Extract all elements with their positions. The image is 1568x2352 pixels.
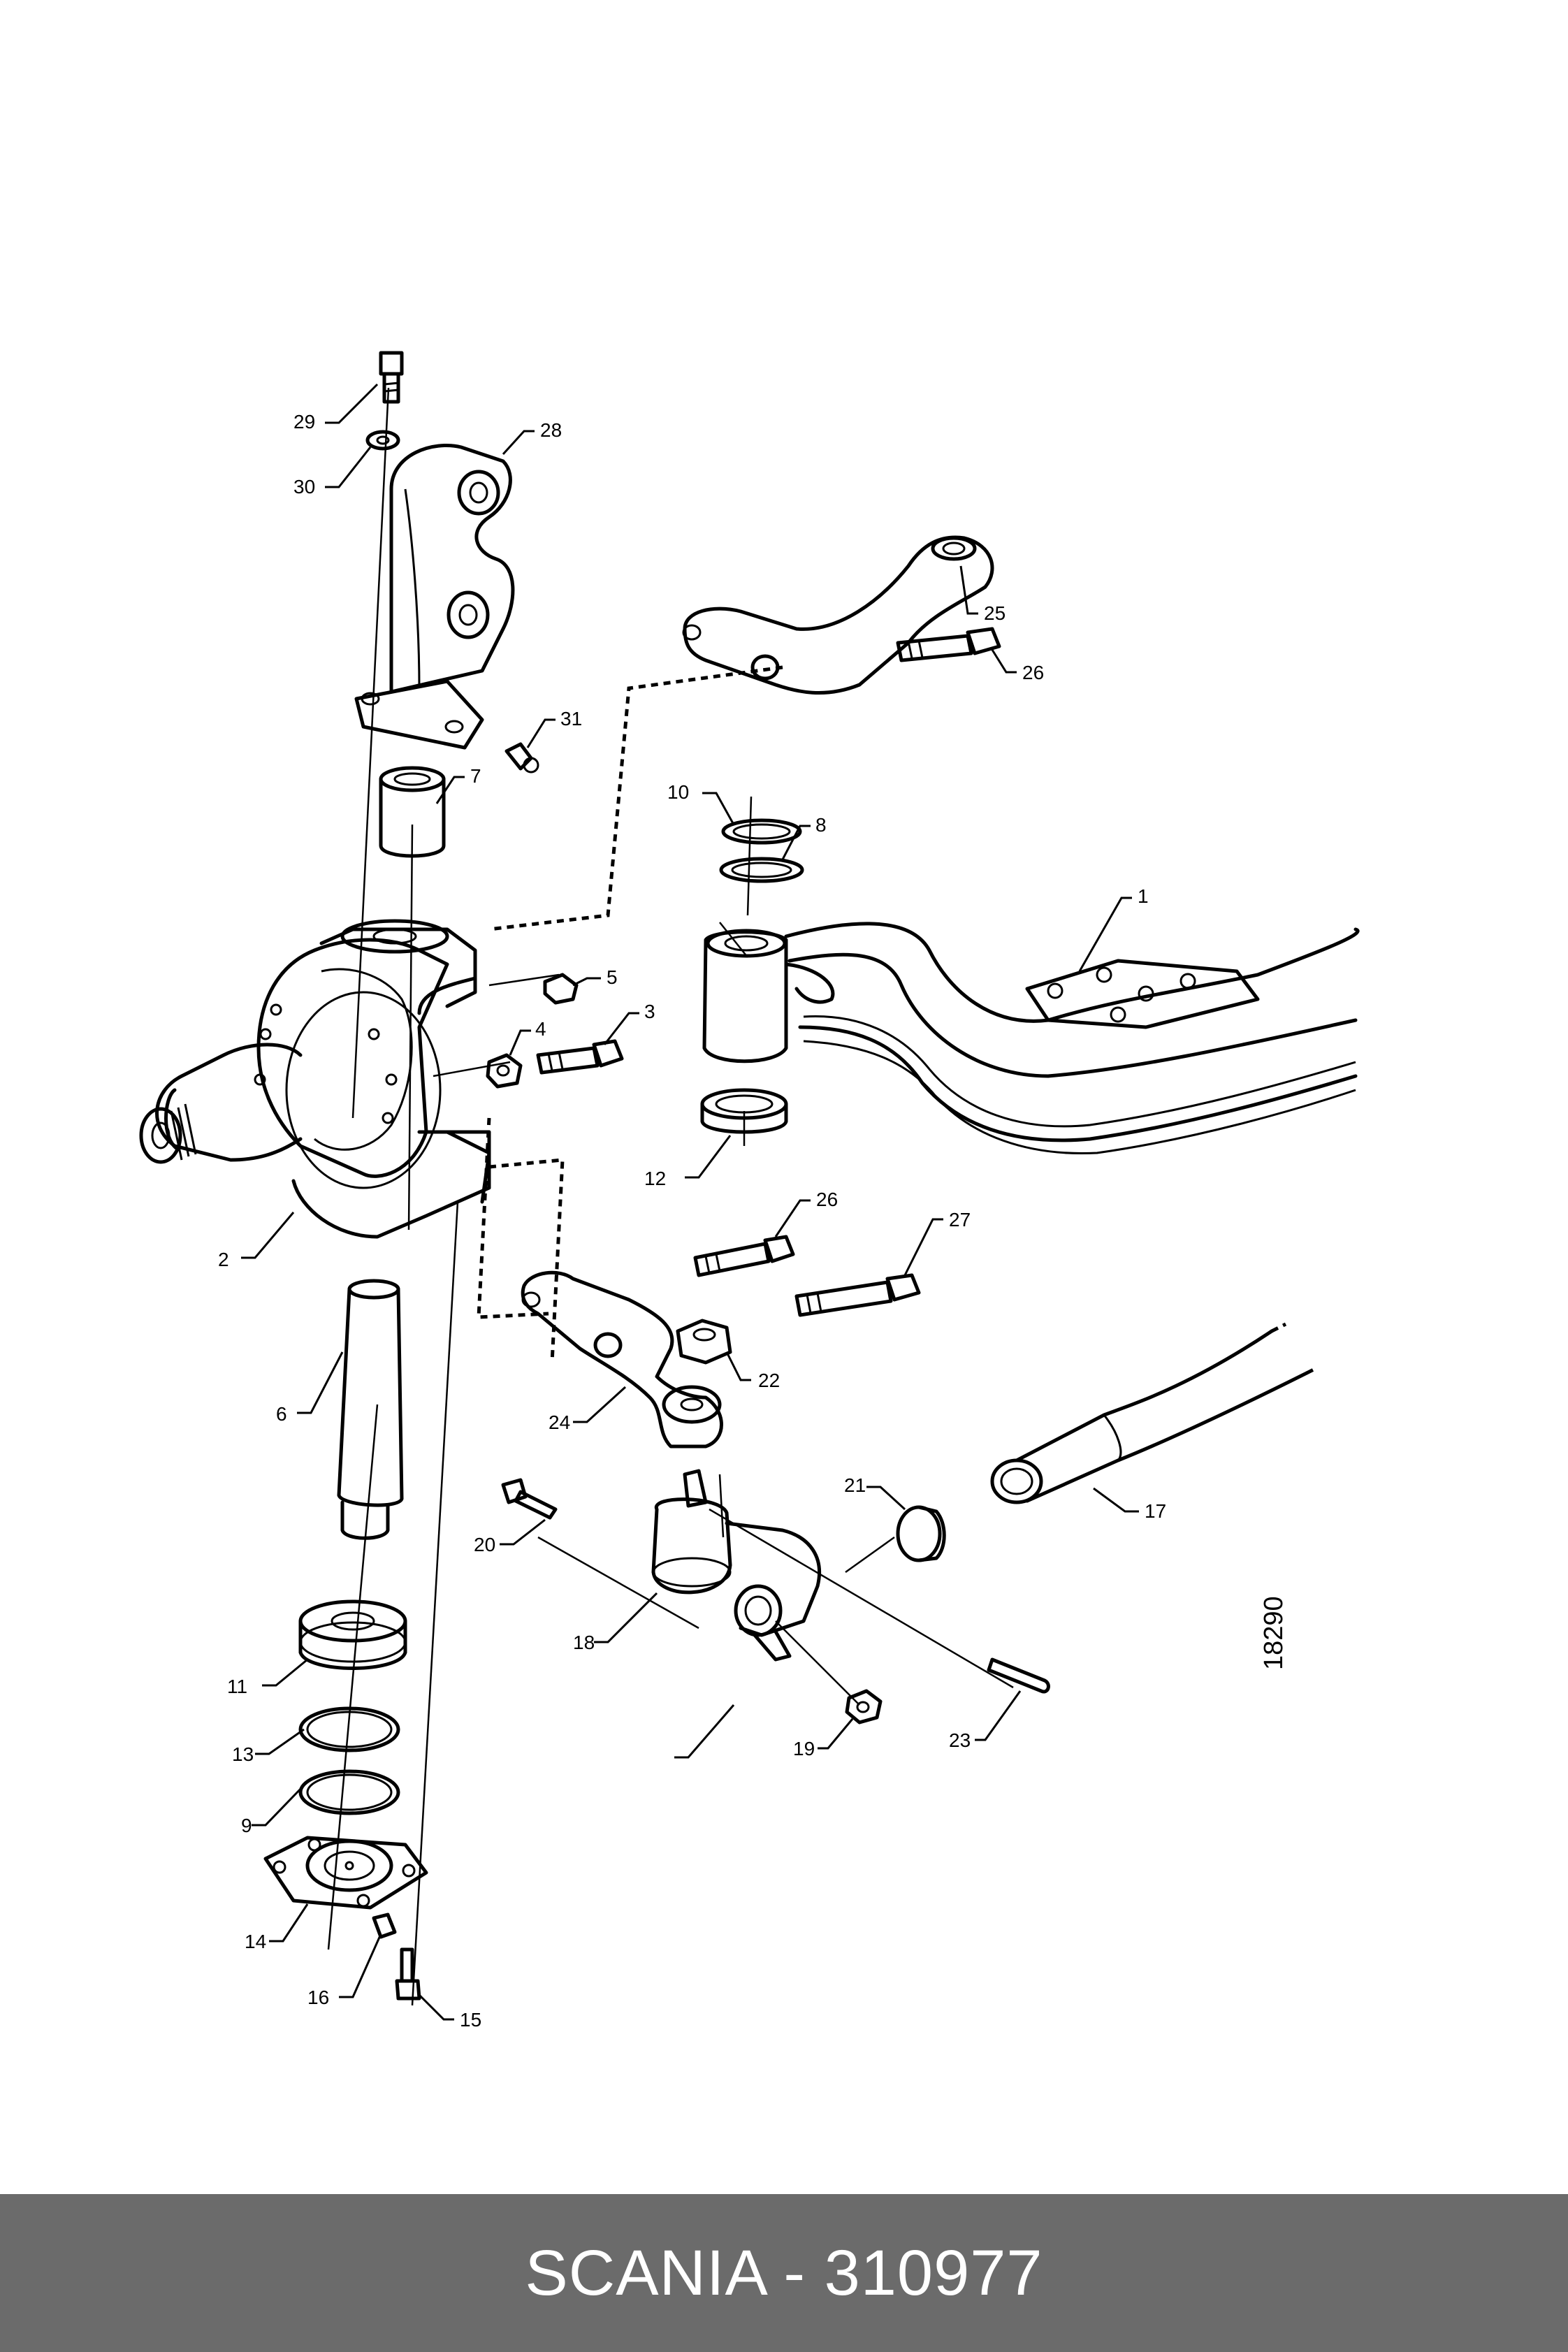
callout-10: 10 [667,781,689,803]
bearing-11 [298,1599,407,1670]
castle-nut-22 [676,1319,732,1365]
callout-9: 9 [241,1815,252,1836]
callout-21: 21 [844,1474,866,1496]
callout-1: 1 [1138,885,1149,907]
callout-28: 28 [540,419,562,441]
leader-lines [241,383,1139,2021]
callout-18: 18 [573,1632,595,1653]
drawing-number: 18290 [1259,1596,1288,1670]
exploded-parts-diagram: 1 2 3 4 5 6 7 8 9 10 11 12 13 14 15 16 1… [139,351,1360,2031]
cover-plate-14 [263,1836,428,1910]
callout-8: 8 [815,814,827,836]
washer-30 [365,430,400,451]
bushing-7 [379,766,446,858]
assembly-axis-lines [327,387,1014,2006]
ring-8 [719,857,804,883]
dashed-relation-lines [477,665,783,1363]
callout-3: 3 [644,1001,655,1022]
footer-bar: SCANIA - 310977 [0,2194,1568,2352]
steering-arm-25 [682,535,994,695]
nut-4 [486,1053,523,1089]
callout-15: 15 [460,2009,481,2031]
callout-22: 22 [758,1370,780,1391]
callout-26-lower: 26 [816,1189,838,1210]
steering-knuckle [139,919,491,1239]
bolt-15 [395,1947,421,2001]
callout-7: 7 [470,765,481,787]
nipple-16 [372,1912,397,1939]
callout-5: 5 [607,966,618,988]
callout-19: 19 [793,1738,815,1759]
callout-24: 24 [549,1411,570,1433]
callout-20: 20 [474,1534,495,1555]
callout-16: 16 [307,1987,329,2008]
king-pin-6 [337,1279,404,1540]
callout-23: 23 [949,1729,971,1751]
callout-6: 6 [276,1403,287,1425]
callout-27: 27 [949,1209,971,1231]
callout-17: 17 [1145,1500,1166,1522]
callout-25: 25 [984,602,1006,624]
callout-4: 4 [535,1018,546,1040]
bolt-29 [379,351,404,404]
bolt-3 [536,1039,624,1075]
seal-12 [700,1088,788,1134]
callout-13: 13 [232,1743,254,1765]
callout-26-upper: 26 [1022,662,1044,683]
callout-30: 30 [293,476,315,498]
callout-29: 29 [293,411,315,433]
callout-2: 2 [218,1249,229,1270]
track-rod-arm-24 [521,1270,723,1449]
nut-5 [543,973,579,1005]
callout-11: 11 [227,1676,247,1697]
callout-labels: 1 2 3 4 5 6 7 8 9 10 11 12 13 14 15 16 1… [218,411,1166,2031]
tie-rod-end-18 [651,1469,822,1662]
bolt-27 [794,1273,921,1317]
footer-label: SCANIA - 310977 [525,2237,1043,2309]
split-pin-23 [987,1657,1050,1694]
bolt-20 [501,1478,558,1520]
ring-9 [298,1769,400,1815]
bolt-26-upper [896,627,1001,662]
ring-13 [298,1706,400,1752]
steering-arm-upper [354,444,515,750]
callout-31: 31 [560,708,582,729]
grease-nipple-31 [504,742,539,774]
front-axle-beam [702,922,1360,1155]
bolt-26-lower [693,1235,795,1277]
callout-12: 12 [644,1168,666,1189]
ring-10 [721,818,802,845]
track-rod-17 [990,1322,1315,1504]
callout-14: 14 [245,1931,266,1952]
plug-21 [896,1505,946,1562]
nut-19 [845,1689,883,1725]
